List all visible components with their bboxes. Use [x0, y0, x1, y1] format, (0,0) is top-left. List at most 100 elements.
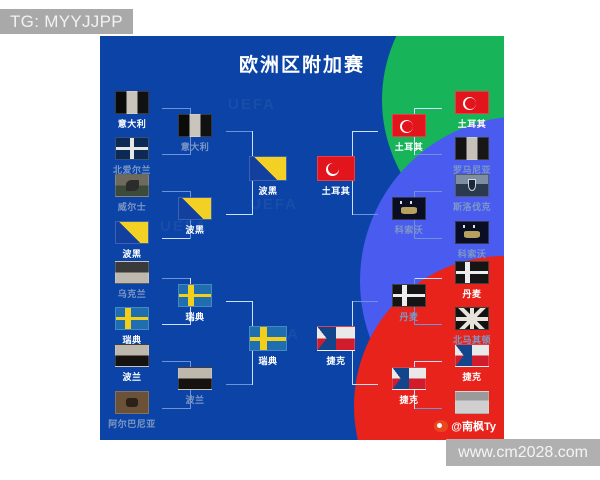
team-node-finalist[interactable]: 土耳其: [305, 156, 367, 197]
team-name: 波兰: [185, 395, 205, 405]
team-node[interactable]: 丹麦: [378, 284, 440, 323]
flag-icon: [455, 221, 489, 244]
flag-icon: [249, 156, 287, 181]
team-node[interactable]: 意大利: [101, 91, 163, 130]
connector: [414, 154, 442, 155]
team-name: 瑞典: [185, 312, 205, 322]
team-name: 波黑: [258, 186, 278, 196]
team-node[interactable]: 瑞典: [164, 284, 226, 323]
connector: [414, 278, 442, 279]
connector: [162, 324, 190, 325]
team-node[interactable]: 波兰: [101, 344, 163, 383]
connector: [226, 301, 252, 302]
team-node[interactable]: 波黑: [164, 197, 226, 236]
team-name: 意大利: [117, 119, 147, 129]
team-name: 瑞典: [122, 335, 142, 345]
flag-icon: [455, 261, 489, 284]
connector: [414, 108, 442, 109]
team-name: 波黑: [122, 249, 142, 259]
team-node[interactable]: 意大利: [164, 114, 226, 153]
connector: [414, 324, 442, 325]
flag-icon: [115, 91, 149, 114]
flag-icon: [115, 391, 149, 414]
team-node[interactable]: 科索沃: [378, 197, 440, 236]
team-name: 土耳其: [457, 119, 487, 129]
team-name: 波黑: [185, 225, 205, 235]
team-name: 丹麦: [399, 312, 419, 322]
team-name: 威尔士: [117, 202, 147, 212]
flag-icon: [392, 197, 426, 220]
team-node[interactable]: 北马其顿: [441, 307, 503, 346]
flag-icon: [115, 344, 149, 367]
team-name: 瑞典: [258, 356, 278, 366]
flag-icon: [455, 391, 489, 414]
flag-icon: [317, 326, 355, 351]
connector: [162, 191, 190, 192]
flag-icon: [178, 114, 212, 137]
connector: [414, 361, 442, 362]
team-name: 科索沃: [457, 249, 487, 259]
connector: [162, 408, 190, 409]
center-watermark-mid: UEFA: [250, 196, 299, 213]
connector: [352, 384, 378, 385]
connector: [162, 238, 190, 239]
connector: [414, 191, 442, 192]
flag-icon: [455, 91, 489, 114]
team-node[interactable]: 瑞典: [101, 307, 163, 346]
team-name: 罗马尼亚: [452, 165, 491, 175]
team-name: 阿尔巴尼亚: [108, 419, 156, 429]
flag-icon: [455, 174, 489, 197]
team-node[interactable]: 土耳其: [378, 114, 440, 153]
team-node[interactable]: 捷克: [378, 367, 440, 406]
team-node[interactable]: 波兰: [164, 367, 226, 406]
connector: [226, 131, 252, 132]
flag-icon: [115, 307, 149, 330]
team-name: 丹麦: [462, 289, 482, 299]
site-url-watermark: www.cm2028.com: [446, 439, 600, 466]
team-node[interactable]: 北爱尔兰: [101, 137, 163, 176]
team-node[interactable]: 波黑: [101, 221, 163, 260]
connector: [414, 238, 442, 239]
weibo-logo-icon: [434, 420, 449, 432]
team-node-finalist[interactable]: 瑞典: [237, 326, 299, 367]
flag-icon: [392, 114, 426, 137]
flag-icon: [455, 307, 489, 330]
flag-icon: [455, 344, 489, 367]
flag-icon: [249, 326, 287, 351]
team-name: 北爱尔兰: [112, 165, 151, 175]
team-node[interactable]: 阿尔巴尼亚: [101, 391, 163, 430]
connector: [226, 384, 252, 385]
connector: [162, 278, 190, 279]
bracket-panel: UEFA UEFA UEFA UEFA 欧洲区附加赛: [100, 36, 504, 440]
team-node[interactable]: 斯洛伐克: [441, 174, 503, 213]
connector: [162, 108, 190, 109]
flag-icon: [392, 284, 426, 307]
weibo-watermark: @南枫Ty: [434, 418, 496, 434]
connector: [162, 154, 190, 155]
team-name: 捷克: [462, 372, 482, 382]
flag-icon: [317, 156, 355, 181]
team-node[interactable]: 科索沃: [441, 221, 503, 260]
connector: [352, 214, 378, 215]
page-title: 欧洲区附加赛: [238, 55, 365, 76]
team-node-finalist[interactable]: 波黑: [237, 156, 299, 197]
center-watermark-top: UEFA: [228, 96, 277, 113]
team-node[interactable]: 丹麦: [441, 261, 503, 300]
flag-icon: [115, 137, 149, 160]
team-node[interactable]: 土耳其: [441, 91, 503, 130]
flag-icon: [115, 221, 149, 244]
flag-icon: [178, 284, 212, 307]
flag-icon: [178, 197, 212, 220]
team-node[interactable]: 乌克兰: [101, 261, 163, 300]
team-node[interactable]: [441, 391, 503, 417]
flag-icon: [392, 367, 426, 390]
flag-icon: [178, 367, 212, 390]
team-name: 捷克: [326, 356, 346, 366]
team-name: 波兰: [122, 372, 142, 382]
connector: [352, 301, 378, 302]
flag-icon: [455, 137, 489, 160]
team-node-finalist[interactable]: 捷克: [305, 326, 367, 367]
team-node[interactable]: 威尔士: [101, 174, 163, 213]
team-node[interactable]: 罗马尼亚: [441, 137, 503, 176]
team-node[interactable]: 捷克: [441, 344, 503, 383]
